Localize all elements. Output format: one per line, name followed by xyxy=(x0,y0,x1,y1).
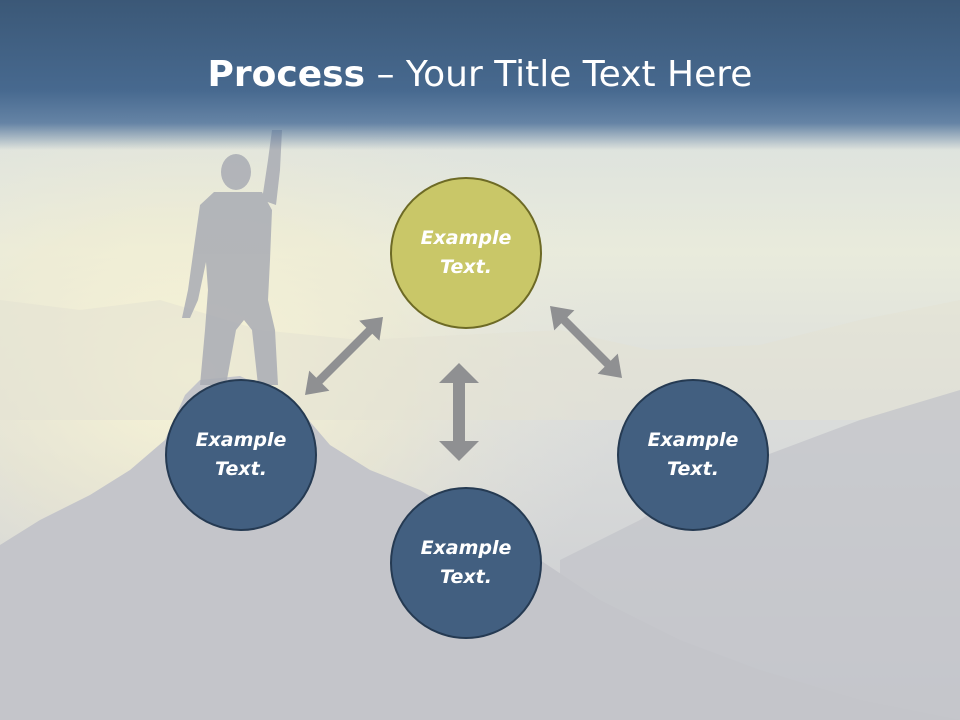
process-node-top-label: Example Text. xyxy=(420,227,512,278)
arrow-top-to-bottom xyxy=(439,363,479,461)
title-band xyxy=(0,0,960,150)
title-bold: Process xyxy=(207,54,366,95)
process-node-top[interactable]: Example Text. xyxy=(390,177,542,329)
slide-title: Process – Your Title Text Here xyxy=(0,50,960,100)
arrow-top-to-left xyxy=(305,317,383,395)
title-rest: – Your Title Text Here xyxy=(365,54,753,95)
process-node-bottom[interactable]: Example Text. xyxy=(390,487,542,639)
climber-silhouette xyxy=(182,130,282,385)
arrow-top-to-right xyxy=(550,306,622,378)
process-node-bottom-label: Example Text. xyxy=(420,537,512,588)
process-node-left-label: Example Text. xyxy=(195,429,287,480)
process-node-right-label: Example Text. xyxy=(647,429,739,480)
process-node-right[interactable]: Example Text. xyxy=(617,379,769,531)
process-node-left[interactable]: Example Text. xyxy=(165,379,317,531)
